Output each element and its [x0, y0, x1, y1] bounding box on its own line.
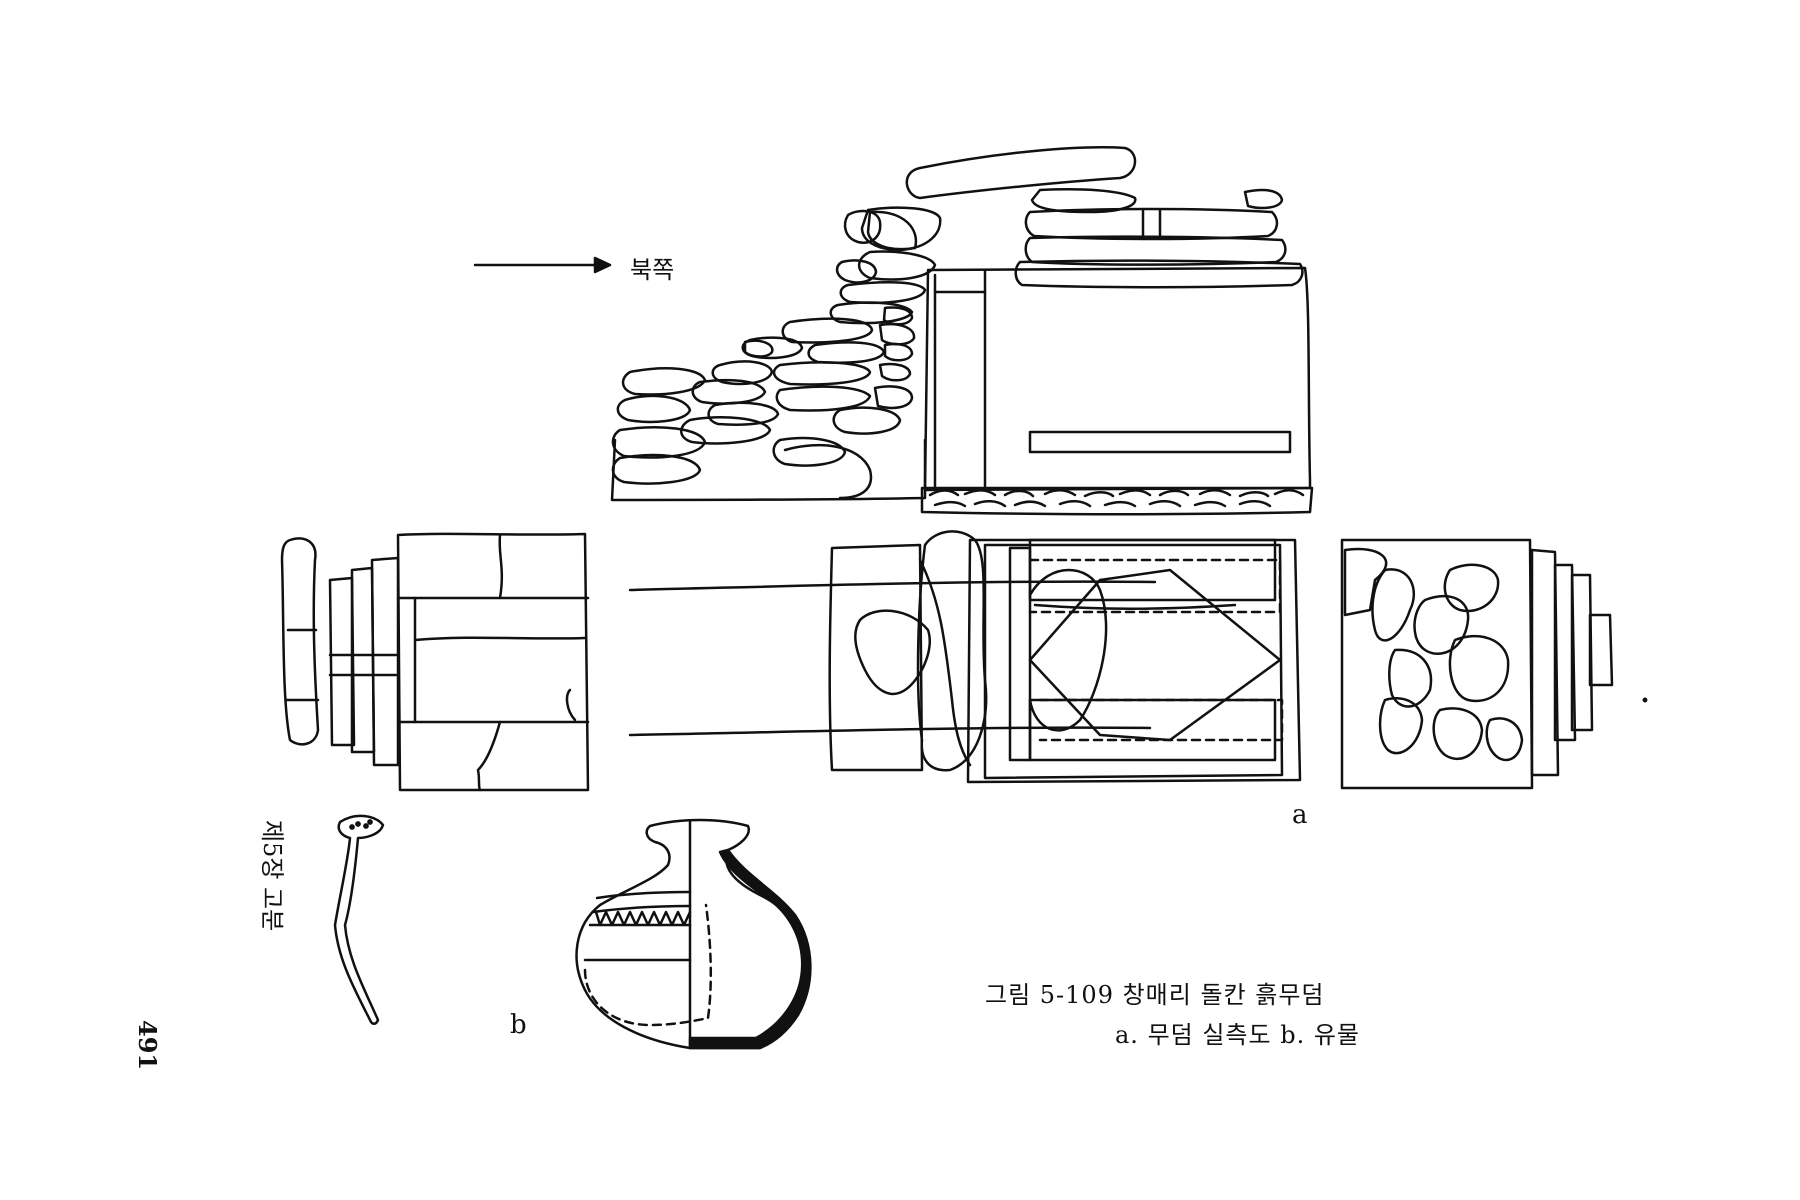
panel-label-a: a [1292, 800, 1308, 830]
running-head: 제5장 고분 491 [122, 820, 286, 1080]
running-head-chapter: 제5장 고분 [258, 820, 286, 932]
figure-caption-title: 그림 5-109 창매리 돌칸 흙무덤 [985, 981, 1325, 1009]
panel-label-b: b [510, 1010, 527, 1040]
artifact-iron-nail [333, 814, 385, 1025]
arrow-right-icon [473, 256, 612, 274]
tomb-plan-view [280, 530, 1648, 792]
figure-caption-subtitle: a. 무덤 실측도 b. 유물 [1115, 1021, 1361, 1049]
page-number: 491 [133, 1020, 162, 1071]
north-label: 북쪽 [630, 256, 675, 284]
artifact-pottery-jar [575, 818, 812, 1050]
tomb-section-view [610, 146, 1314, 516]
